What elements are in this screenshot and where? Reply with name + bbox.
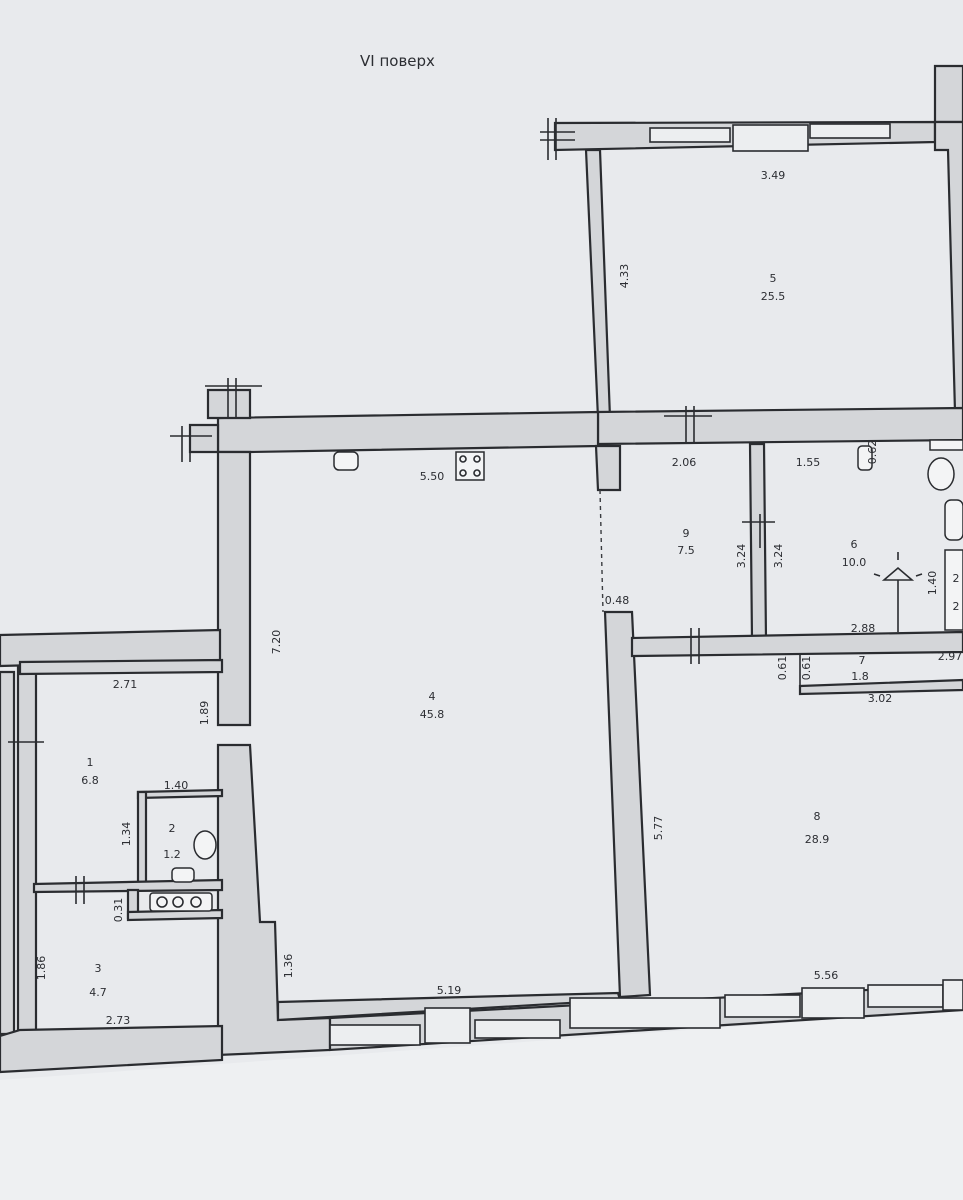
dim-c7-c: 0.61 — [776, 656, 789, 681]
room-9-area: 7.5 — [677, 544, 695, 557]
room-7-area: 1.8 — [851, 670, 869, 683]
dim-r5-width: 3.49 — [761, 169, 786, 182]
room-6-number: 6 — [851, 538, 858, 551]
dim-r4-left: 7.20 — [270, 630, 283, 655]
room-9-number: 9 — [683, 527, 690, 540]
room-3-area: 4.7 — [89, 986, 107, 999]
dim-r9-top: 2.06 — [672, 456, 697, 469]
dim-r4-top: 5.50 — [420, 470, 445, 483]
dim-c7-d: 0.61 — [800, 656, 813, 681]
dim-r3-bottom: 2.73 — [106, 1014, 131, 1027]
dim-r8-bottom: 5.56 — [814, 969, 839, 982]
dim-r2-low: 0.31 — [112, 898, 125, 923]
lower-paper — [0, 1010, 963, 1200]
dim-r6-right: 1.40 — [926, 571, 939, 596]
floor-title: VI поверх — [360, 52, 435, 70]
room-6-area: 10.0 — [842, 556, 867, 569]
room-2-area: 1.2 — [163, 848, 181, 861]
room-7-number: 7 — [859, 654, 866, 667]
dim-c7-a: 2.97 — [938, 650, 963, 663]
dim-r1-right: 1.89 — [198, 701, 211, 726]
room-1-area: 6.8 — [81, 774, 99, 787]
room-4-walls — [170, 378, 963, 1057]
edge-label-a: 2 — [953, 572, 960, 585]
dim-r4-left-low: 1.36 — [282, 954, 295, 979]
room-1-number: 1 — [87, 756, 94, 769]
dim-r4-bottom: 5.19 — [437, 984, 462, 997]
room-8-number: 8 — [814, 810, 821, 823]
dim-r2-left: 1.34 — [120, 822, 133, 847]
rooms-1-to-3-walls — [0, 628, 224, 1074]
room-4-area: 45.8 — [420, 708, 445, 721]
dim-r5-height: 4.33 — [618, 264, 631, 289]
room-5-walls — [540, 64, 963, 446]
room-2-number: 2 — [169, 822, 176, 835]
room-3-number: 3 — [95, 962, 102, 975]
room-5-number: 5 — [770, 272, 777, 285]
room-5-area: 25.5 — [761, 290, 786, 303]
dim-r9-opening: 0.48 — [605, 594, 630, 607]
dim-r9-right: 3.24 — [735, 544, 748, 569]
room-4-number: 4 — [429, 690, 436, 703]
dim-r8-left: 5.77 — [652, 816, 665, 841]
dim-r3-left: 1.86 — [35, 956, 48, 981]
dim-r6-small: 0.62 — [866, 440, 879, 465]
room-8-area: 28.9 — [805, 833, 830, 846]
dim-r2-top: 1.40 — [164, 779, 189, 792]
edge-label-b: 2 — [953, 600, 960, 613]
rooms-6-to-9-walls — [630, 406, 963, 696]
dim-r1-top: 2.71 — [113, 678, 138, 691]
dim-c7-b: 3.02 — [868, 692, 893, 705]
dim-r6-bottom: 2.88 — [851, 622, 876, 635]
dim-r6-left: 3.24 — [772, 544, 785, 569]
dim-r6-top: 1.55 — [796, 456, 821, 469]
